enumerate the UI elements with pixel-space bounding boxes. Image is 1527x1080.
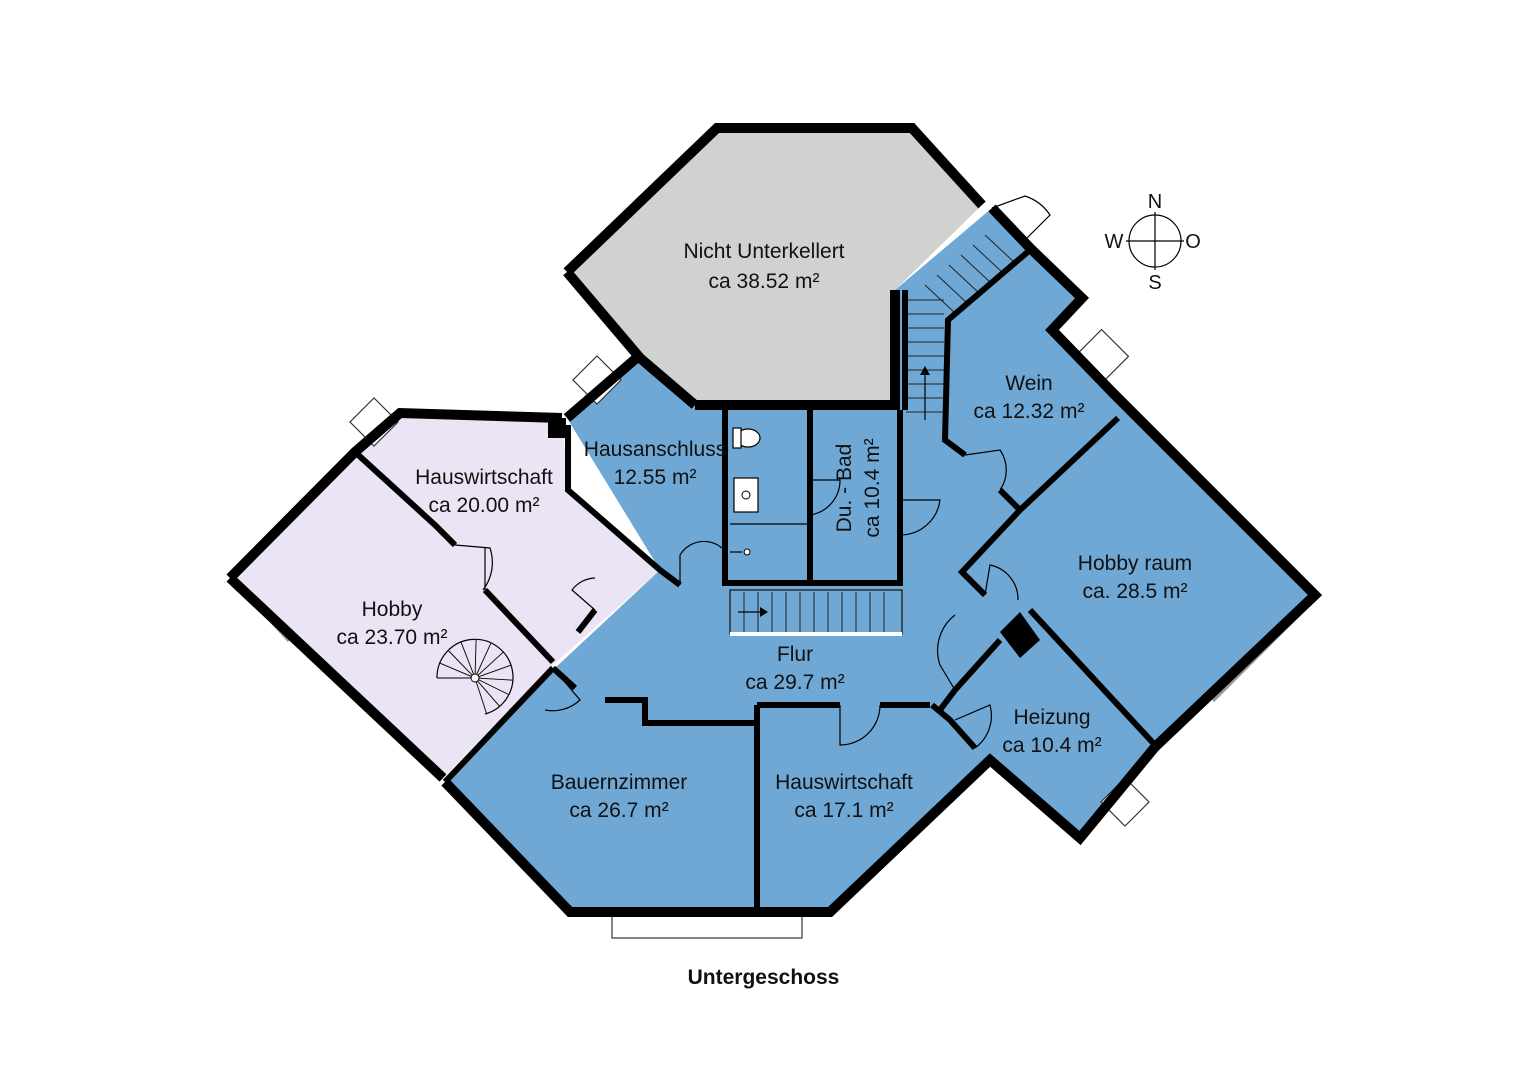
- unexcavated-fill: [567, 128, 982, 405]
- compass-west: W: [1105, 231, 1124, 253]
- room-area-du-bad: ca 10.4 m²: [861, 438, 884, 537]
- room-label-wein: Wein: [1005, 372, 1052, 395]
- room-area-flur: ca 29.7 m²: [745, 671, 844, 694]
- floor-caption: Untergeschoss: [687, 966, 840, 989]
- room-label-hobby: Hobby: [362, 598, 423, 621]
- bathroom-fixtures: [730, 427, 810, 556]
- stair-arrows: [738, 366, 930, 617]
- room-area-nicht-unterkellert: ca 38.52 m²: [709, 270, 820, 293]
- room-label-du-bad: Du. - Bad: [833, 444, 856, 533]
- compass-east: O: [1185, 231, 1201, 253]
- room-label-heizung: Heizung: [1013, 706, 1090, 729]
- room-area-hausanschluss: 12.55 m²: [614, 466, 697, 489]
- room-area-hobby-raum: ca. 28.5 m²: [1082, 580, 1187, 603]
- room-labels: Nicht Unterkellert ca 38.52 m² Hausansch…: [337, 240, 1193, 822]
- compass-south: S: [1148, 272, 1161, 294]
- spiral-staircase: [436, 638, 514, 715]
- room-area-hauswirtschaft-west: ca 20.00 m²: [429, 494, 540, 517]
- room-area-bauernzimmer: ca 26.7 m²: [569, 799, 668, 822]
- room-label-flur: Flur: [777, 643, 813, 666]
- compass-rose: N S W O: [1105, 191, 1201, 294]
- staircase-main: [729, 589, 903, 636]
- room-label-hobby-raum: Hobby raum: [1078, 552, 1192, 575]
- room-label-nicht-unterkellert: Nicht Unterkellert: [683, 240, 844, 263]
- interior-walls: [352, 247, 1158, 912]
- exterior-walls: [226, 123, 1323, 917]
- room-label-hauswirtschaft-sued: Hauswirtschaft: [775, 771, 913, 794]
- room-area-hauswirtschaft-sued: ca 17.1 m²: [794, 799, 893, 822]
- room-label-hausanschluss: Hausanschluss: [584, 438, 726, 461]
- room-label-hauswirtschaft-west: Hauswirtschaft: [415, 466, 553, 489]
- room-area-heizung: ca 10.4 m²: [1002, 734, 1101, 757]
- room-label-bauernzimmer: Bauernzimmer: [551, 771, 688, 794]
- west-rooms-fill: [230, 413, 660, 778]
- compass-north: N: [1148, 191, 1162, 213]
- room-area-hobby: ca 23.70 m²: [337, 626, 448, 649]
- room-area-wein: ca 12.32 m²: [974, 400, 1085, 423]
- doors: [454, 195, 1051, 749]
